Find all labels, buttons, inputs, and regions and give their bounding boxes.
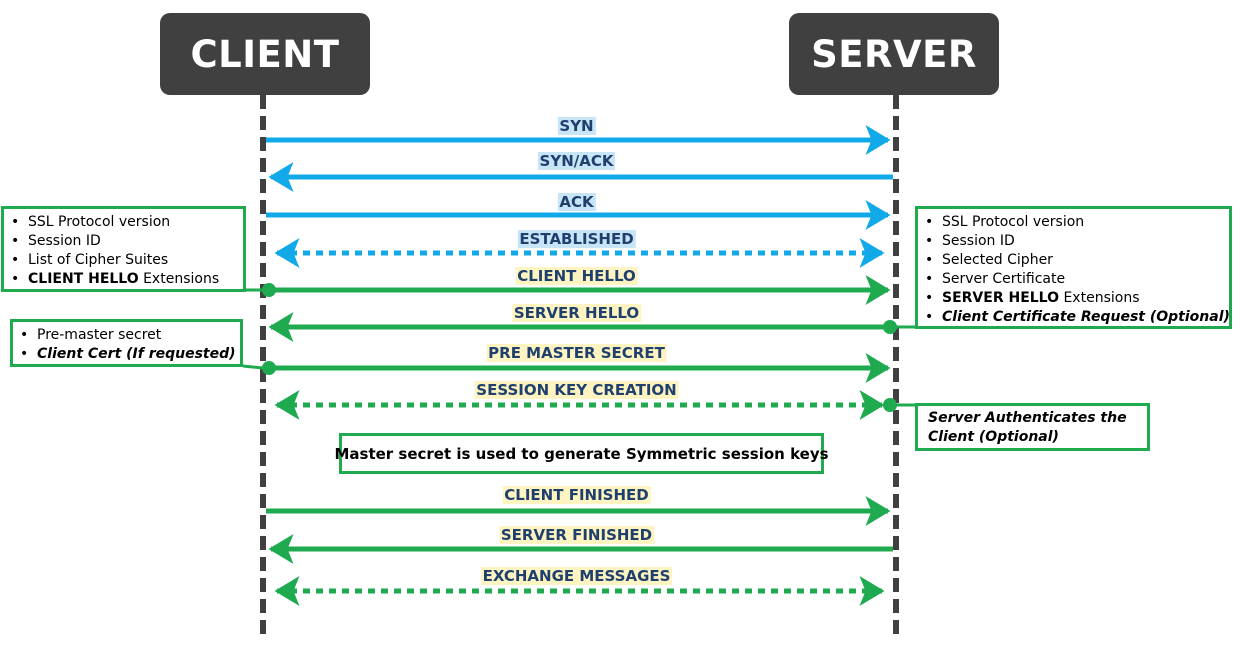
note-item-text: Extensions (1059, 290, 1140, 306)
server-auth-note-text: Server Authenticates the Client (Optiona… (928, 410, 1127, 445)
connector-dot-4 (262, 283, 276, 297)
client-actor-label: CLIENT (190, 32, 340, 76)
note-item-text: List of Cipher Suites (28, 252, 169, 268)
note-item-emphasis: Client Cert (If requested) (37, 346, 236, 362)
master-secret-note: Master secret is used to generate Symmet… (334, 433, 829, 474)
message-label-3: ESTABLISHED (517, 230, 636, 248)
note-item: Client Cert (If requested) (13, 345, 240, 364)
note-item: Server Certificate (918, 270, 1229, 289)
message-label-1: SYN/ACK (537, 152, 616, 170)
master-secret-note-text: Master secret is used to generate Symmet… (334, 444, 829, 463)
note-item: SERVER HELLO Extensions (918, 289, 1229, 308)
note-item-text: Session ID (28, 233, 101, 249)
pre-master-note: Pre-master secretClient Cert (If request… (10, 319, 243, 367)
client-hello-note-list: SSL Protocol versionSession ID List of Ci… (4, 213, 243, 289)
note-item: List of Cipher Suites (4, 251, 243, 270)
message-label-8: CLIENT FINISHED (502, 486, 651, 504)
note-item-text: Session ID (942, 233, 1015, 249)
note-item-text: SSL Protocol version (942, 214, 1085, 230)
server-actor-label: SERVER (811, 32, 977, 76)
note-item-text: Pre-master secret (37, 327, 162, 343)
note-item: SSL Protocol version (4, 213, 243, 232)
client-hello-note: SSL Protocol versionSession ID List of Ci… (1, 206, 246, 292)
note-item-text: SSL Protocol version (28, 214, 171, 230)
note-item-bold: CLIENT HELLO (28, 271, 139, 287)
message-label-0: SYN (557, 117, 596, 135)
note-item: CLIENT HELLO Extensions (4, 270, 243, 289)
note-item: Client Certificate Request (Optional) (918, 308, 1230, 327)
server-auth-note: Server Authenticates the Client (Optiona… (915, 403, 1150, 451)
connector-dot-5 (883, 320, 897, 334)
client-actor: CLIENT (160, 13, 370, 95)
server-actor: SERVER (789, 13, 999, 95)
connector-dot-7 (883, 398, 897, 412)
message-label-5: SERVER HELLO (511, 304, 642, 322)
note-item: Pre-master secret (13, 326, 240, 345)
server-hello-note: SSL Protocol versionSession ID Selected C… (915, 206, 1232, 329)
note-item-bold: SERVER HELLO (942, 290, 1060, 306)
message-label-7: SESSION KEY CREATION (474, 381, 679, 399)
message-label-6: PRE MASTER SECRET (486, 344, 667, 362)
message-label-2: ACK (557, 193, 596, 211)
note-item: Session ID (918, 232, 1229, 251)
note-item-emphasis: Client Certificate Request (Optional) (942, 309, 1230, 325)
note-item: Session ID (4, 232, 243, 251)
note-item: Selected Cipher (918, 251, 1229, 270)
pre-master-leader (242, 364, 264, 370)
message-label-9: SERVER FINISHED (498, 526, 655, 544)
note-item: SSL Protocol version (918, 213, 1229, 232)
pre-master-note-list: Pre-master secretClient Cert (If request… (13, 326, 240, 364)
note-item-text: Extensions (138, 271, 220, 287)
server-hello-note-list: SSL Protocol versionSession ID Selected C… (918, 213, 1230, 327)
message-label-10: EXCHANGE MESSAGES (480, 567, 673, 585)
message-label-4: CLIENT HELLO (515, 267, 638, 285)
connector-dot-6 (262, 361, 276, 375)
note-item-text: Selected Cipher (942, 252, 1053, 268)
note-item-text: Server Certificate (942, 271, 1066, 287)
